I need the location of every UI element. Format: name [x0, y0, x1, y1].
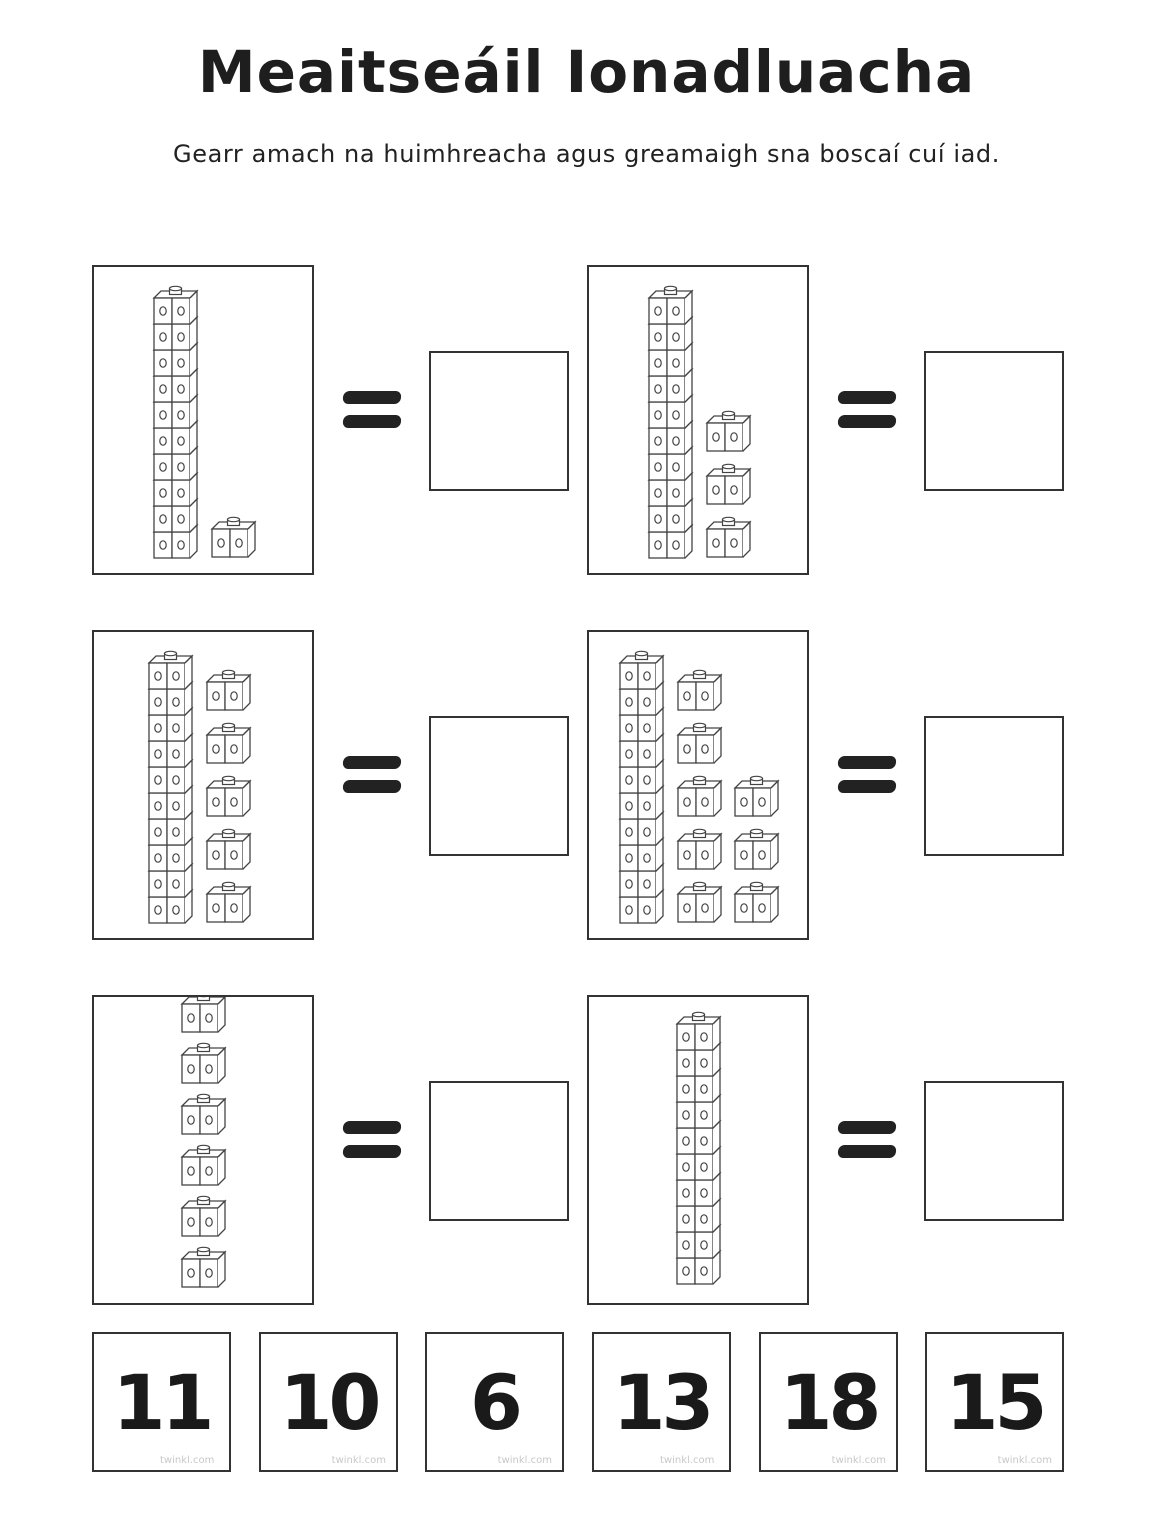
number-card[interactable]: 11 twinkl.com — [92, 1332, 231, 1472]
blocks-drawing-4 — [618, 650, 780, 924]
card-number: 15 — [945, 1358, 1048, 1447]
answer-box-2[interactable] — [924, 351, 1064, 491]
blocks-drawing-1 — [152, 285, 257, 559]
equals-sign — [342, 756, 402, 796]
unit-cube-icon — [180, 1246, 227, 1288]
watermark-text: twinkl.com — [831, 1455, 886, 1466]
ten-rod-icon — [647, 285, 694, 559]
ten-rod-icon — [152, 285, 199, 559]
unit-cube-icon — [676, 722, 723, 764]
blocks-panel-4 — [587, 630, 809, 940]
card-number: 10 — [279, 1358, 382, 1447]
equals-sign — [342, 1121, 402, 1161]
unit-cube-icon — [705, 463, 752, 505]
number-card[interactable]: 6 twinkl.com — [425, 1332, 564, 1472]
answer-box-1[interactable] — [429, 351, 569, 491]
page-title: Meaitseáil Ionadluacha — [197, 38, 976, 106]
answer-box-6[interactable] — [924, 1081, 1064, 1221]
card-number: 6 — [470, 1358, 523, 1447]
unit-cube-icon — [733, 881, 780, 923]
blocks-panel-1 — [92, 265, 314, 575]
instruction-text: Gearr amach na huimhreacha agus greamaig… — [173, 140, 1000, 168]
unit-cube-icon — [180, 997, 226, 1033]
unit-cube-icon — [180, 1195, 227, 1237]
blocks-drawing-2 — [647, 285, 752, 559]
number-card[interactable]: 13 twinkl.com — [592, 1332, 731, 1472]
answer-box-5[interactable] — [429, 1081, 569, 1221]
unit-cube-icon — [705, 516, 752, 558]
watermark-text: twinkl.com — [160, 1455, 215, 1466]
answer-box-3[interactable] — [429, 716, 569, 856]
unit-cube-icon — [180, 1093, 227, 1135]
blocks-drawing-3 — [147, 650, 252, 924]
unit-cube-icon — [205, 881, 252, 923]
unit-cube-icon — [733, 828, 780, 870]
blocks-panel-2 — [587, 265, 809, 575]
number-card[interactable]: 15 twinkl.com — [925, 1332, 1064, 1472]
unit-cube-icon — [205, 775, 252, 817]
card-number: 11 — [112, 1358, 215, 1447]
blocks-panel-5 — [92, 995, 314, 1305]
unit-cube-icon — [205, 669, 252, 711]
answer-box-4[interactable] — [924, 716, 1064, 856]
unit-cube-icon — [676, 669, 723, 711]
number-card[interactable]: 10 twinkl.com — [259, 1332, 398, 1472]
ten-rod-icon — [675, 1011, 722, 1285]
unit-cube-icon — [205, 722, 252, 764]
blocks-drawing-6 — [675, 1011, 722, 1285]
unit-cube-icon — [180, 1144, 227, 1186]
ten-rod-icon — [147, 650, 194, 924]
unit-cube-icon — [180, 1042, 227, 1084]
watermark-text: twinkl.com — [660, 1455, 715, 1466]
equals-sign — [837, 756, 897, 796]
number-card[interactable]: 18 twinkl.com — [759, 1332, 898, 1472]
watermark-text: twinkl.com — [497, 1455, 552, 1466]
unit-cube-icon — [210, 516, 257, 558]
equals-sign — [837, 391, 897, 431]
ten-rod-icon — [618, 650, 665, 924]
unit-cube-icon — [733, 775, 780, 817]
equals-sign — [837, 1121, 897, 1161]
unit-cube-icon — [676, 775, 723, 817]
unit-cube-icon — [205, 828, 252, 870]
blocks-panel-3 — [92, 630, 314, 940]
unit-cube-icon — [676, 881, 723, 923]
unit-cube-icon — [676, 828, 723, 870]
blocks-panel-6 — [587, 995, 809, 1305]
watermark-text: twinkl.com — [331, 1455, 386, 1466]
blocks-drawing-5 — [180, 997, 227, 1288]
equals-sign — [342, 391, 402, 431]
unit-cube-icon — [705, 410, 752, 452]
card-number: 18 — [779, 1358, 882, 1447]
card-number: 13 — [612, 1358, 715, 1447]
watermark-text: twinkl.com — [997, 1455, 1052, 1466]
